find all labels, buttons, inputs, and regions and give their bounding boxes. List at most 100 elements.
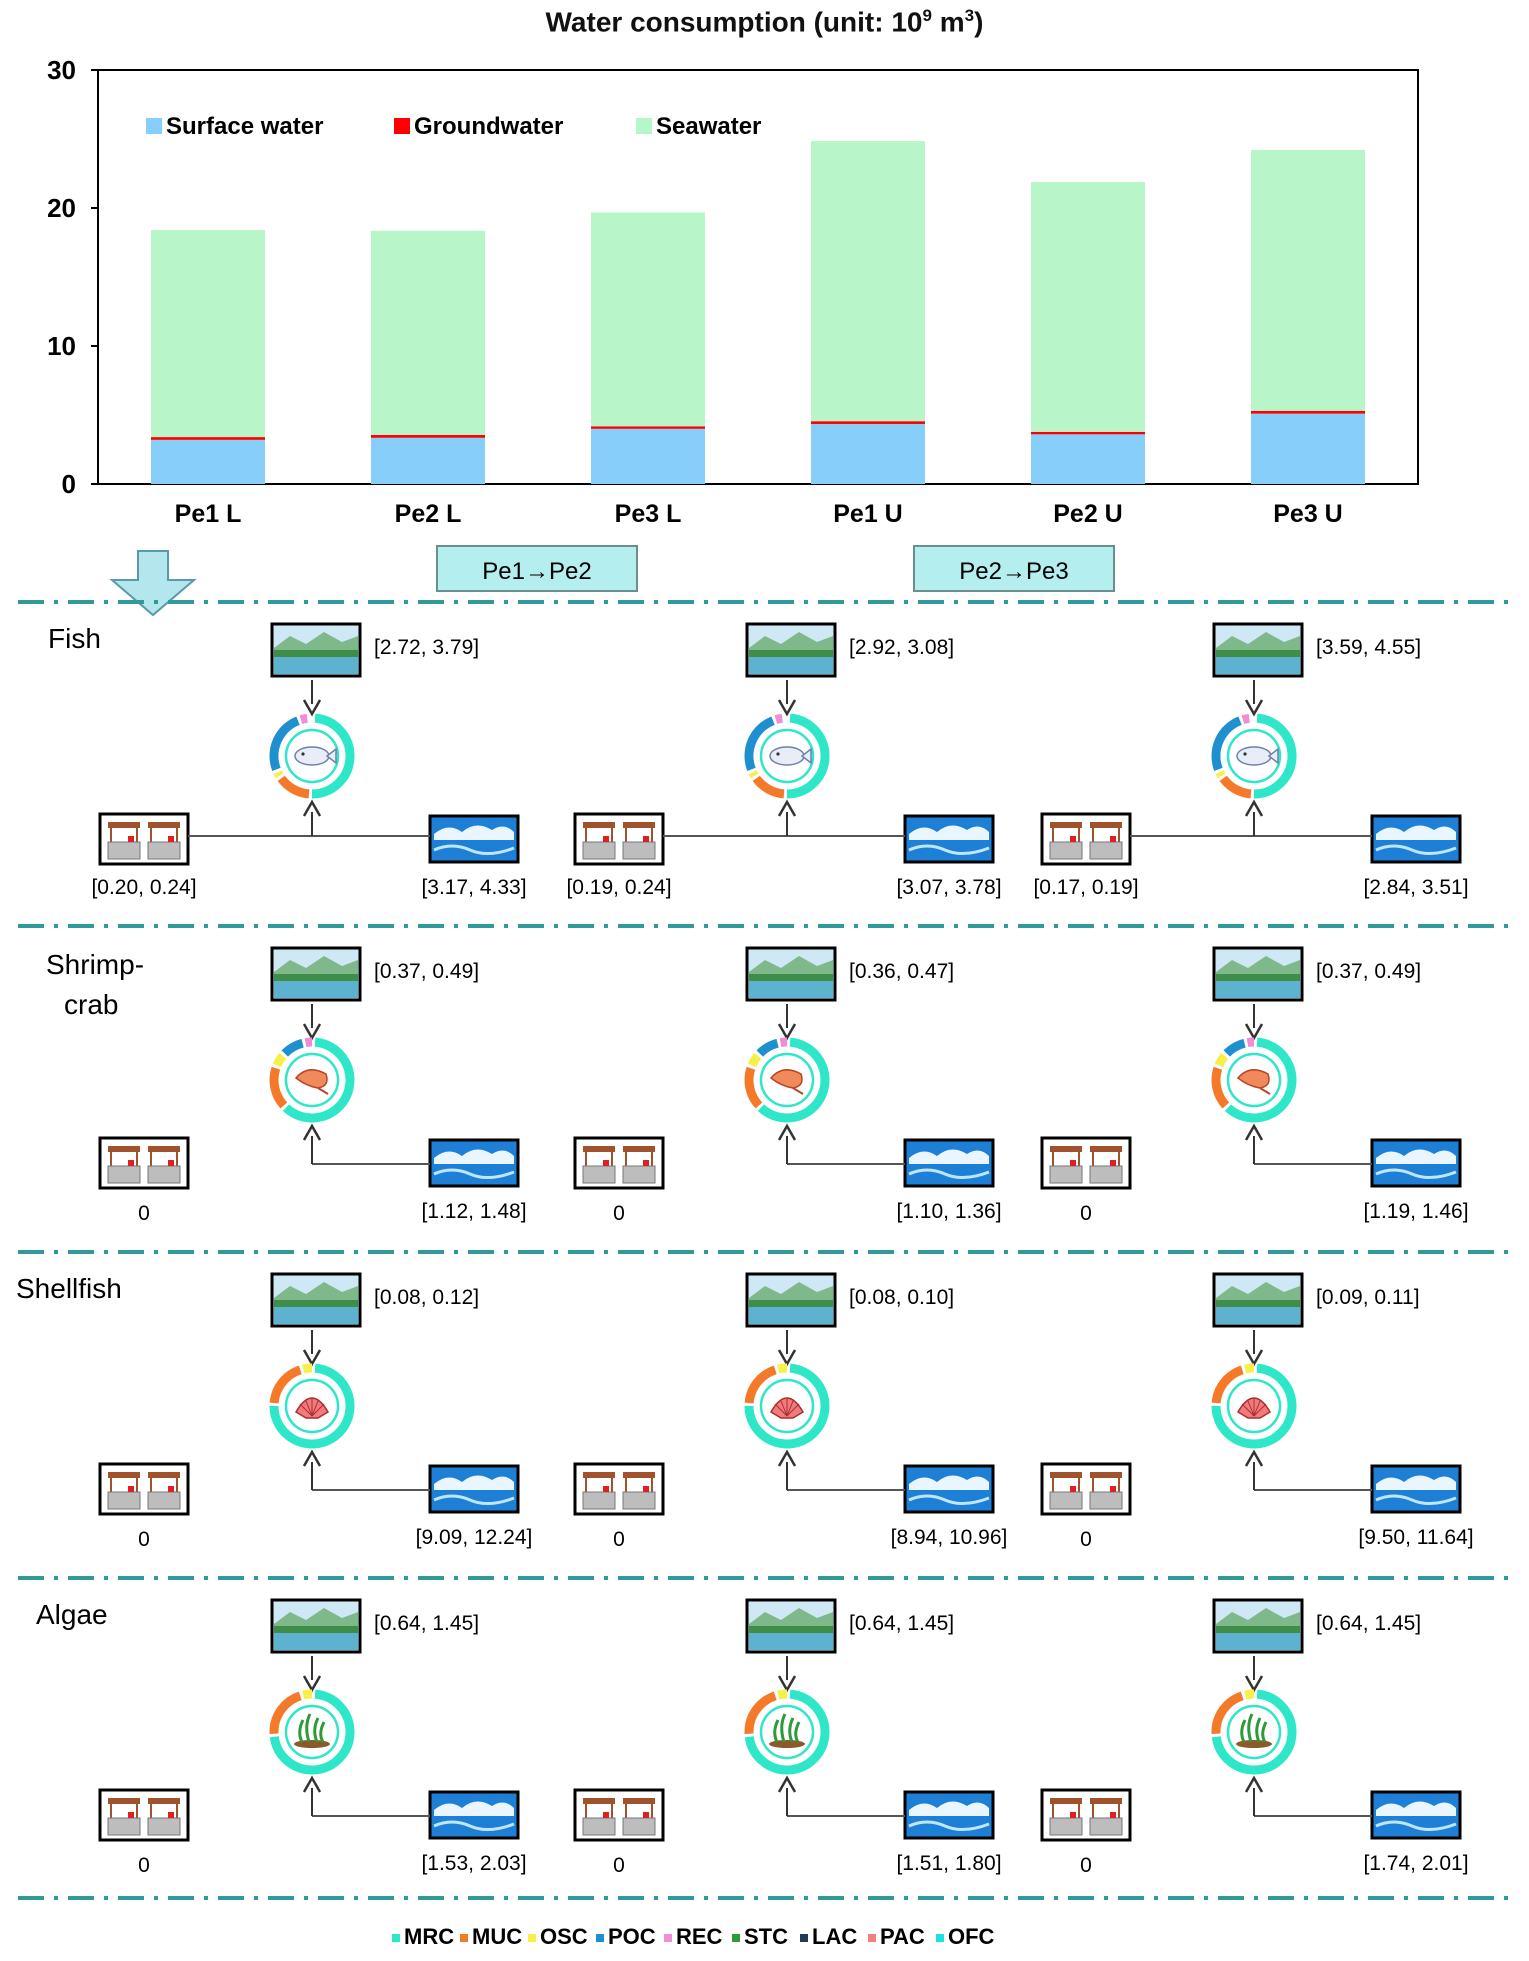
x-tick-label: Pe3 U (1273, 500, 1342, 528)
well-stone (1049, 1817, 1083, 1836)
y-tick-label: 20 (47, 193, 76, 223)
shell-rib (1253, 1400, 1261, 1417)
well-roof (623, 1472, 655, 1478)
lake-water (274, 657, 358, 674)
chart-title: Water consumption (unit: 109 m3) (0, 6, 1529, 38)
sea-wave (433, 1494, 515, 1505)
algae-frond (313, 1717, 320, 1743)
well-icon (1040, 1462, 1132, 1516)
lake-water (749, 657, 833, 674)
well-bucket (643, 1486, 649, 1492)
well-stone (107, 1165, 141, 1184)
well-roof (583, 1146, 615, 1152)
well-roof (108, 1146, 140, 1152)
fish-eye (301, 752, 305, 756)
sea-clouds (434, 825, 514, 840)
arrow-head (777, 799, 797, 817)
well-bucket (603, 1812, 609, 1818)
well-bucket (643, 1812, 649, 1818)
sea-clouds (434, 1801, 514, 1816)
lake-mountains (749, 1608, 833, 1630)
legend-label-pac: PAC (880, 1924, 925, 1949)
well-stone (1089, 841, 1123, 860)
composition-ring (1211, 1363, 1297, 1449)
sea-wave (1375, 844, 1457, 855)
arrow-head (302, 699, 322, 717)
fish-body (294, 746, 330, 766)
shell-rib (1241, 1403, 1255, 1417)
sea-clouds (909, 1801, 989, 1816)
ring-inner-track (759, 1704, 815, 1760)
plot-frame (97, 69, 1419, 485)
algae-rock (294, 1740, 330, 1748)
ring-segment-muc (752, 775, 785, 799)
panel-column: [0.37, 0.49]0[1.12, 1.48] (98, 946, 527, 1225)
sea-range-label: [3.17, 4.33] (421, 876, 526, 899)
shell-rib (311, 1403, 325, 1417)
transition-box (436, 545, 638, 592)
arrow-head (777, 1023, 797, 1041)
well-bucket (643, 1160, 649, 1166)
shell-rib (1253, 1403, 1267, 1417)
sea-range-label: [1.74, 2.01] (1363, 1852, 1468, 1875)
shrimp-body (1236, 1069, 1270, 1089)
well-stone (147, 841, 181, 860)
sea-wave (433, 844, 515, 855)
lake-mountains (274, 1282, 358, 1304)
shrimp-tail (317, 1087, 329, 1095)
fish-body (1236, 746, 1272, 766)
sea-range-label: [1.12, 1.48] (421, 1200, 526, 1223)
ring-segment-muc (1219, 775, 1252, 799)
algae-frond (319, 1721, 326, 1743)
panel-title: crab (64, 989, 118, 1020)
panel-column: [0.37, 0.49]0[1.19, 1.46] (1040, 946, 1469, 1225)
well-bucket (168, 1812, 174, 1818)
lake-icon (270, 1598, 362, 1654)
ring-segment-muc (269, 1691, 302, 1734)
ring-segment-mrc (269, 1363, 355, 1449)
well-bucket (128, 1486, 134, 1492)
legend-swatch-pac (868, 1934, 876, 1942)
bar-groundwater (811, 421, 925, 424)
shrimp-body (294, 1069, 328, 1089)
lake-water (1216, 657, 1300, 674)
surface-range-label: [0.08, 0.10] (849, 1286, 954, 1309)
lake-mountains (274, 1608, 358, 1630)
surface-range-label: [0.37, 0.49] (1316, 960, 1421, 983)
sea-wave (908, 1494, 990, 1505)
ring-segment-muc (277, 775, 310, 799)
y-tick-label: 30 (47, 55, 76, 85)
sea-clouds (1376, 1801, 1456, 1816)
algae-frond (780, 1713, 787, 1743)
well-stone (1089, 1817, 1123, 1836)
lake-trees (749, 1300, 833, 1307)
ring-segment-mrc (1211, 1689, 1297, 1775)
well-stone (107, 1817, 141, 1836)
well-roof (108, 1472, 140, 1478)
ring-segment-mrc (1253, 713, 1297, 799)
sea-icon (1370, 814, 1462, 864)
algae-frond (1255, 1717, 1262, 1743)
lake-water (1216, 981, 1300, 998)
sea-wave (1375, 1168, 1457, 1179)
composition-ring (269, 1363, 355, 1449)
legend-label-mrc: MRC (404, 1924, 454, 1949)
x-tick-label: Pe2 U (1053, 500, 1122, 528)
surface-range-label: [0.37, 0.49] (374, 960, 479, 983)
arrow-head (302, 799, 322, 817)
well-bucket (128, 1812, 134, 1818)
sea-wave (1375, 1494, 1457, 1505)
panel-algae: Algae[0.64, 1.45]0[1.53, 2.03][0.64, 1.4… (36, 1598, 1469, 1877)
well-roof (148, 1146, 180, 1152)
ring-segment-muc (269, 1365, 302, 1404)
well-bucket (1070, 1486, 1076, 1492)
bar-seawater (591, 212, 705, 427)
ground-range-label: [0.20, 0.24] (91, 876, 196, 899)
lake-trees (274, 974, 358, 981)
algae-frond (773, 1719, 780, 1743)
panel-column: [0.64, 1.45]0[1.74, 2.01] (1040, 1598, 1469, 1877)
lake-trees (274, 1300, 358, 1307)
bar-groundwater (1251, 410, 1365, 414)
legend-swatch-stc (732, 1934, 740, 1942)
ring-segment-poc (1223, 1038, 1246, 1057)
